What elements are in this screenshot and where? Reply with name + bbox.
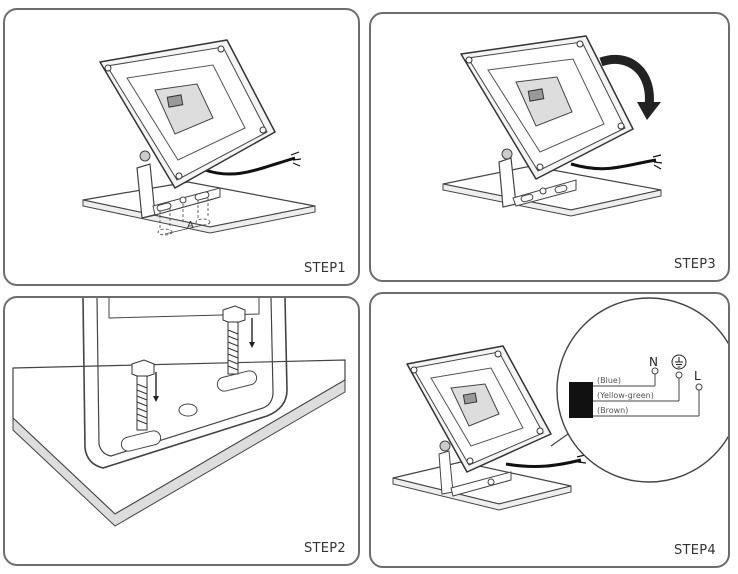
wire-yellow-green-label: (Yellow-green)	[597, 391, 654, 400]
dimension-a-label: A	[187, 220, 194, 231]
step3-label: STEP3	[673, 257, 716, 272]
terminal-n-label: N	[649, 355, 658, 369]
step1-panel: A STEP1	[3, 8, 360, 286]
step2-illustration	[12, 298, 346, 527]
rotate-arrow-icon	[599, 54, 661, 120]
ground-symbol-icon	[671, 354, 687, 370]
step3-illustration	[442, 35, 663, 217]
step2-panel: STEP2	[3, 296, 360, 566]
wiring-callout	[556, 297, 728, 483]
step4-panel: N L (Blue) (Yellow-green) (Brown) STEP4	[369, 292, 730, 568]
step1-label: STEP1	[303, 261, 346, 276]
floodlight-body	[460, 35, 634, 180]
floodlight-body	[99, 39, 276, 189]
step4-label: STEP4	[673, 543, 716, 558]
wire-brown-label: (Brown)	[597, 406, 628, 415]
step4-illustration: N L (Blue) (Yellow-green) (Brown)	[392, 297, 728, 511]
wire-blue-label: (Blue)	[597, 376, 621, 385]
terminal-l-label: L	[694, 369, 701, 383]
bolt-right	[222, 305, 246, 375]
down-arrow-icon	[153, 318, 255, 402]
bolt-left	[131, 359, 155, 431]
step1-illustration: A	[82, 39, 316, 236]
step2-label: STEP2	[303, 541, 346, 556]
floodlight-body	[406, 345, 552, 473]
step3-panel: STEP3	[369, 12, 730, 282]
